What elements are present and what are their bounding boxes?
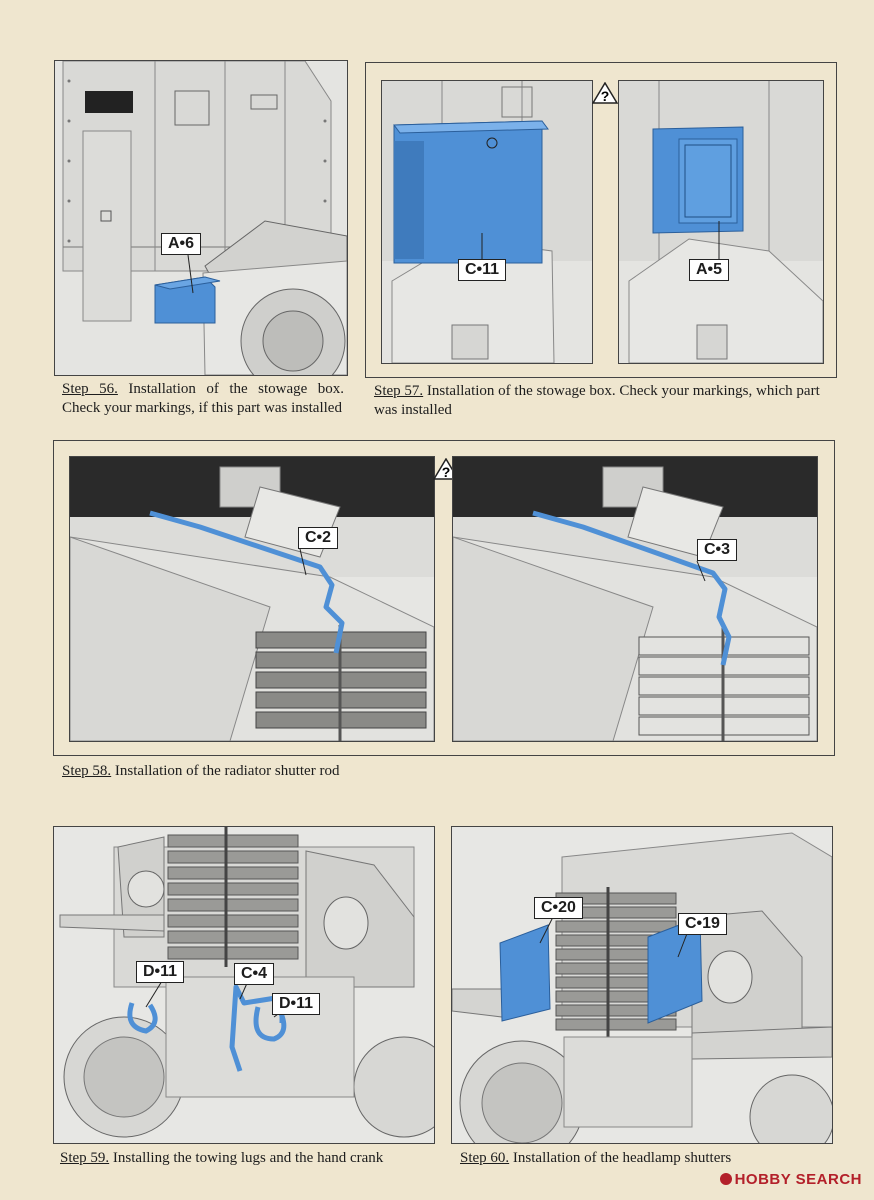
svg-text:?: ? [601, 88, 610, 104]
part-label-d11-left: D•11 [136, 961, 185, 983]
step-60-text: Installation of the headlamp shutters [512, 1150, 732, 1166]
step-58-right-drawing [453, 457, 817, 741]
step-58-illustration-right: C•3 [452, 456, 818, 742]
step-57-text: Installation of the stowage box. Check y… [374, 383, 820, 418]
part-label-c4: C•4 [234, 963, 275, 985]
step-57-caption: Step 57. Installation of the stowage box… [374, 382, 824, 420]
step-58-caption: Step 58. Installation of the radiator sh… [62, 762, 562, 781]
part-label-c20: C•20 [534, 897, 583, 919]
step-56-number: Step 56. [62, 381, 118, 397]
step-58-frame [53, 440, 835, 756]
step-57-left-drawing [382, 81, 592, 363]
step-56-illustration: A•6 [54, 60, 348, 376]
part-label-a5: A•5 [689, 259, 730, 281]
step-60-number: Step 60. [460, 1150, 510, 1166]
step-59-number: Step 59. [60, 1150, 110, 1166]
step-56-drawing [55, 61, 347, 375]
step-56-text: Installation of the stowage box. Check y… [62, 381, 345, 416]
question-mark-icon: ? [592, 82, 618, 104]
step-57-number: Step 57. [374, 383, 424, 399]
step-57-frame [365, 62, 837, 378]
step-60-caption: Step 60. Installation of the headlamp sh… [460, 1149, 790, 1168]
step-58-text: Installation of the radiator shutter rod [114, 763, 340, 779]
hobby-search-logo-icon [719, 1173, 732, 1185]
part-label-c19: C•19 [678, 913, 727, 935]
step-56-caption: Step 56. Installation of the stowage box… [62, 380, 344, 418]
part-label-c11: C•11 [458, 259, 507, 281]
part-label-d11-right: D•11 [272, 993, 321, 1015]
step-58-illustration-left: C•2 [69, 456, 435, 742]
step-57-illustration-right: A•5 [618, 80, 824, 364]
step-58-number: Step 58. [62, 763, 112, 779]
step-59-caption: Step 59. Installing the towing lugs and … [60, 1149, 440, 1168]
step-58-left-drawing [70, 457, 434, 741]
part-label-c3: C•3 [697, 539, 738, 561]
watermark-brand: HOBBY SEARCH [734, 1171, 862, 1188]
part-label-c2: C•2 [298, 527, 339, 549]
part-label-a6: A•6 [161, 233, 202, 255]
step-60-drawing [452, 827, 832, 1143]
step-57-illustration-left: C•11 [381, 80, 593, 364]
step-57-right-drawing [619, 81, 823, 363]
step-59-illustration: D•11 C•4 D•11 [53, 826, 435, 1144]
step-60-illustration: C•20 C•19 [451, 826, 833, 1144]
hobby-search-watermark: HOBBY SEARCH [719, 1171, 862, 1188]
svg-text:?: ? [442, 464, 451, 480]
step-59-text: Installing the towing lugs and the hand … [112, 1150, 384, 1166]
step-59-drawing [54, 827, 434, 1143]
